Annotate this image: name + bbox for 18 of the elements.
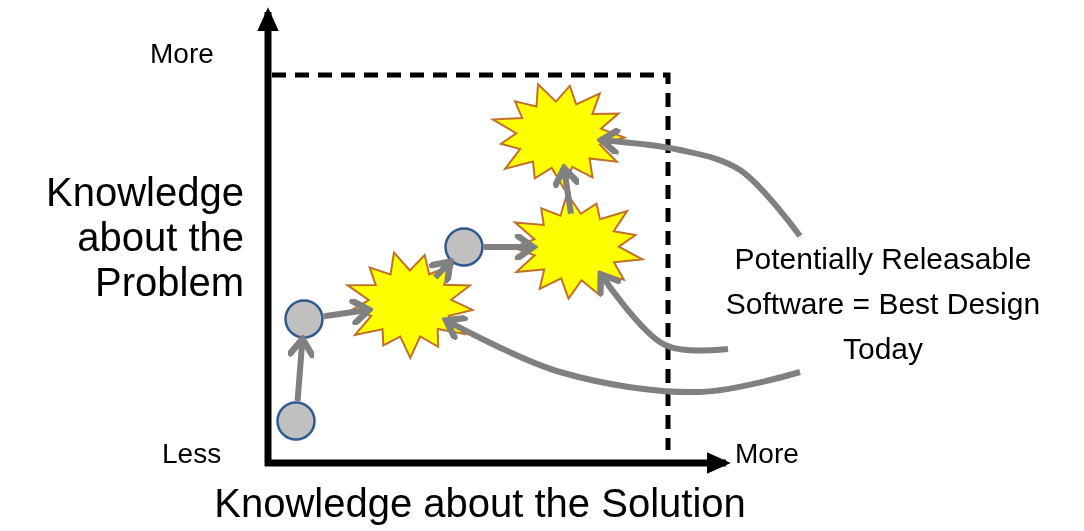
- axis-end-label: More: [150, 38, 215, 70]
- callout-text: Potentially Releasable Software = Best Design Today: [724, 241, 1042, 367]
- y-axis-title: Knowledge about the Problem: [45, 170, 244, 305]
- arrow: [484, 232, 537, 262]
- leader-arrow: [598, 127, 803, 238]
- leader-arrow: [442, 314, 801, 396]
- arrow: [428, 258, 454, 284]
- axis-end-label: More: [735, 438, 800, 470]
- arrow: [552, 165, 581, 215]
- state-circle: [276, 401, 316, 441]
- state-circle: [284, 299, 324, 339]
- axis-end-label: Less: [162, 438, 223, 470]
- starburst: [343, 250, 477, 358]
- starburst: [490, 81, 628, 189]
- x-axis-title: Knowledge about the Solution: [213, 481, 747, 526]
- arrow: [287, 335, 316, 402]
- state-circle: [444, 227, 484, 267]
- leader-arrow: [597, 271, 729, 354]
